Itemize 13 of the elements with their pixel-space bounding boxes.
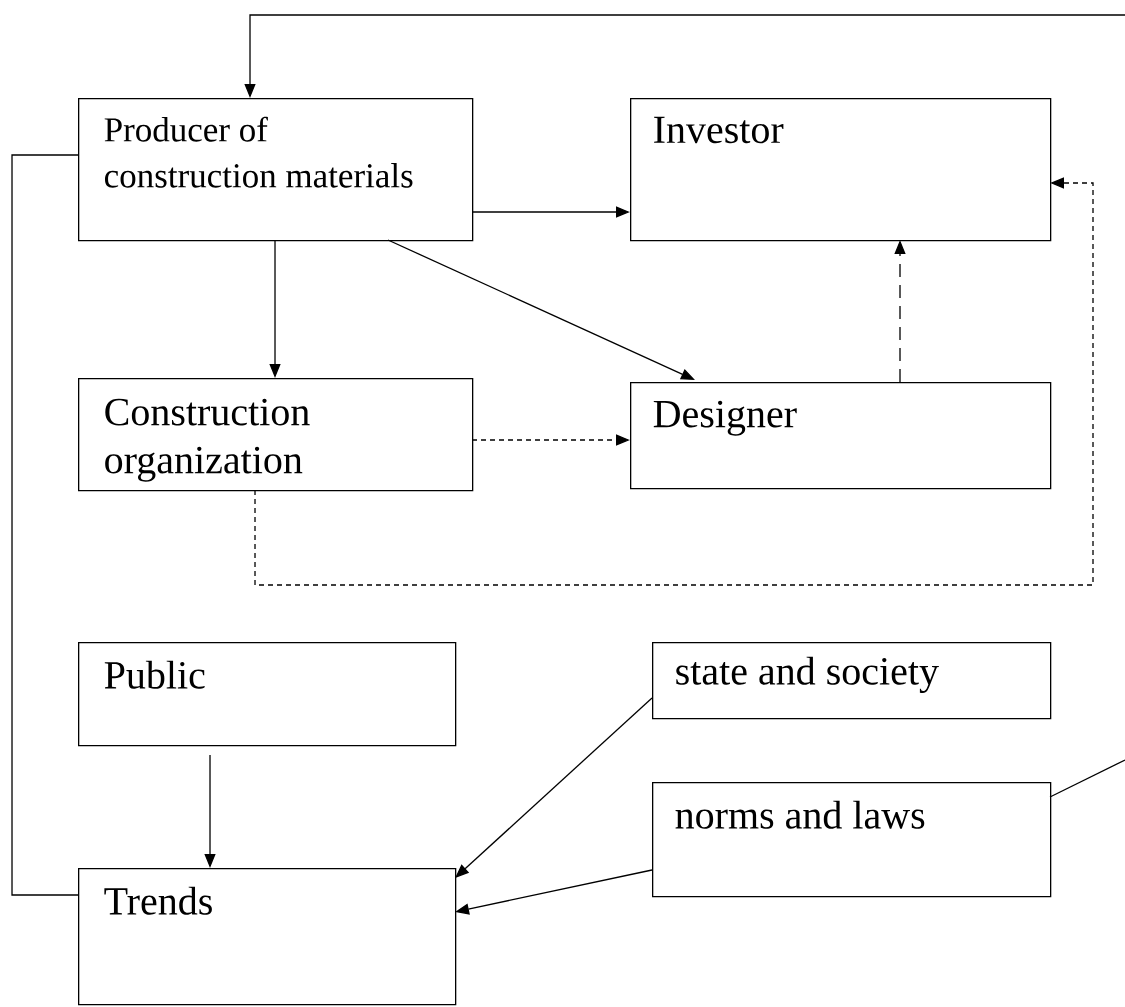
process-box: Producer of construction materials xyxy=(78,98,474,242)
arrow xyxy=(455,697,653,878)
process-box: Construction organization xyxy=(78,378,474,492)
process-box: Public xyxy=(78,642,457,747)
connector-line xyxy=(11,154,79,896)
dashed-arrow xyxy=(254,177,1094,586)
process-box: state and society xyxy=(652,642,1052,720)
process-box: Designer xyxy=(630,382,1052,490)
process-box: Investor xyxy=(630,98,1052,242)
arrow xyxy=(387,239,695,380)
connector-line xyxy=(1049,759,1125,798)
process-box: Trends xyxy=(78,868,457,1006)
process-box: norms and laws xyxy=(652,782,1052,898)
